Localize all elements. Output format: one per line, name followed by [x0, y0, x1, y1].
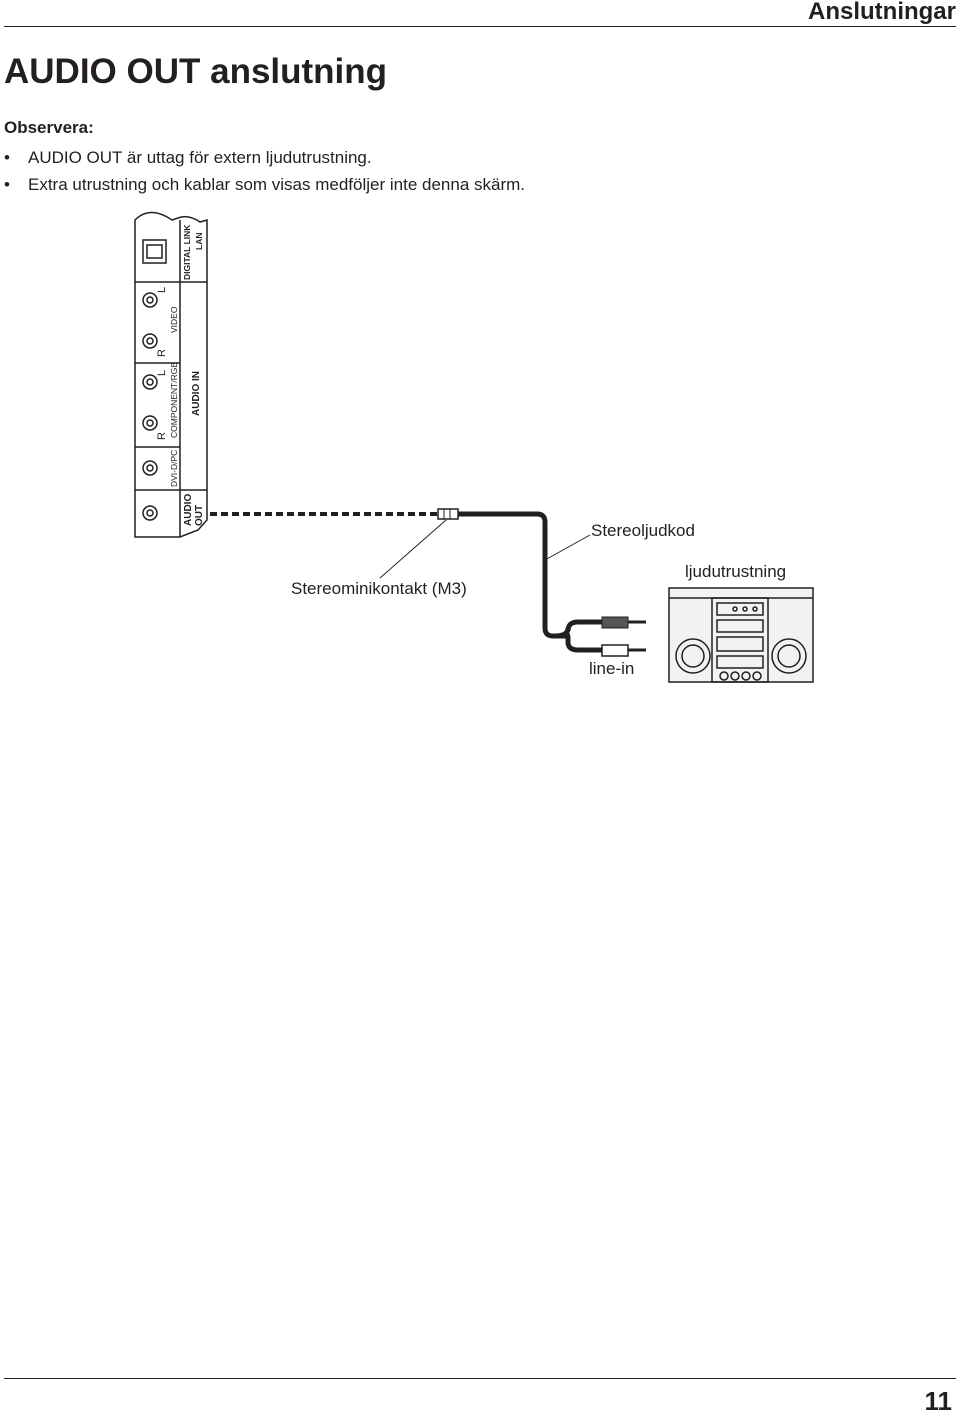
audio-equipment-label: ljudutrustning [685, 562, 786, 581]
label-audio-out-line1: AUDIO [183, 494, 194, 526]
label-audio-in: AUDIO IN [191, 371, 202, 416]
section-name: Anslutningar [808, 0, 956, 25]
label-dvi-pc: DVI-D/PC [169, 450, 179, 487]
notice-item: Extra utrustning och kablar som visas me… [4, 171, 904, 198]
stereo-cable [210, 508, 646, 657]
mini-plug-label: Stereominikontakt (M3) [291, 579, 467, 598]
label-component-l: L [156, 370, 168, 376]
label-video-l: L [156, 287, 168, 293]
notice-heading: Observera: [4, 118, 94, 137]
label-lan: LAN [194, 233, 204, 250]
mini-plug-leader [379, 519, 447, 579]
label-audio-out-line2: OUT [194, 505, 205, 526]
notice-item: AUDIO OUT är uttag för extern ljudutrust… [4, 144, 904, 171]
cable-leader [544, 534, 591, 561]
page-title: AUDIO OUT anslutning [4, 52, 388, 91]
connection-diagram: DIGITAL LINK LAN VIDEO COMPONENT/RGB AUD… [134, 211, 814, 683]
label-component-r: R [156, 432, 168, 440]
stereo-cable-label: Stereoljudkod [591, 521, 695, 540]
notice: Observera: AUDIO OUT är uttag för extern… [4, 118, 904, 198]
header-rule [4, 26, 956, 27]
label-video: VIDEO [169, 306, 179, 333]
page-number: 11 [924, 1386, 953, 1416]
line-in-label: line-in [589, 659, 634, 678]
notice-list: AUDIO OUT är uttag för extern ljudutrust… [4, 144, 904, 198]
label-digital-link: DIGITAL LINK [182, 224, 192, 280]
audio-equipment-illustration [668, 587, 814, 683]
label-component-rgb: COMPONENT/RGB [169, 362, 179, 438]
footer-rule [4, 1378, 956, 1379]
label-video-r: R [156, 349, 168, 357]
terminal-panel [134, 211, 208, 538]
